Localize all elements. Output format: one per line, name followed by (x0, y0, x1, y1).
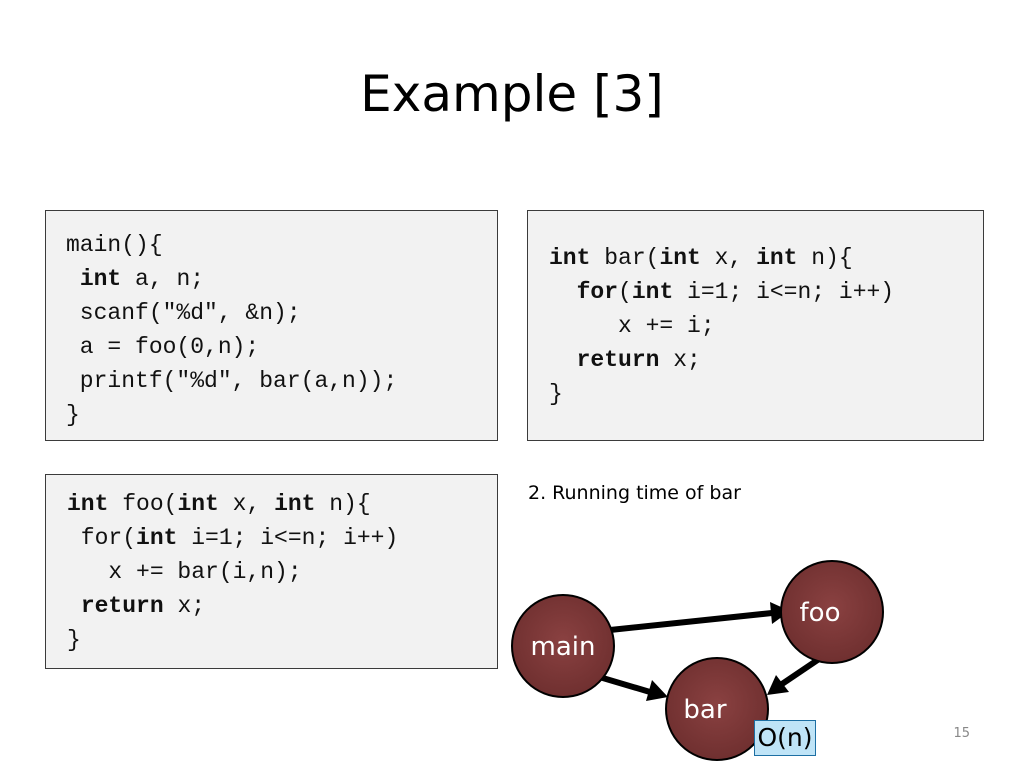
code-keyword: int (177, 491, 219, 517)
code-line: int foo(int x, int n){ (67, 491, 371, 517)
code-text: a, n; (121, 266, 205, 292)
code-line: for(int i=1; i<=n; i++) (549, 279, 895, 305)
code-text: bar( (590, 245, 660, 271)
code-line: x += i; (549, 313, 715, 339)
code-text: x; (163, 593, 206, 619)
code-line: } (66, 402, 80, 428)
edge-main-bar-arrowhead (646, 680, 668, 701)
code-text: ( (618, 279, 632, 305)
code-text: x += i; (549, 313, 715, 339)
code-text: n){ (315, 491, 371, 517)
edge-foo-bar-arrowhead (767, 675, 789, 695)
code-text: foo( (108, 491, 178, 517)
page-number: 15 (953, 726, 970, 741)
code-line: printf("%d", bar(a,n)); (66, 368, 397, 394)
code-text: x, (218, 491, 275, 517)
code-block-foo: int foo(int x, int n){ for(int i=1; i<=n… (45, 474, 498, 669)
code-line: int a, n; (66, 266, 204, 292)
node-foo (780, 560, 884, 664)
code-line: return x; (67, 593, 205, 619)
code-line: main(){ (66, 232, 163, 258)
code-keyword: int (136, 525, 178, 551)
code-keyword: int (549, 245, 591, 271)
code-keyword: int (756, 245, 798, 271)
code-line: int bar(int x, int n){ (549, 245, 853, 271)
code-line: return x; (549, 347, 701, 373)
code-keyword: return (576, 347, 660, 373)
code-keyword: int (79, 266, 122, 292)
code-text: x; (659, 347, 701, 373)
node-bar (665, 657, 769, 761)
code-line: for(int i=1; i<=n; i++) (67, 525, 398, 551)
code-block-bar: int bar(int x, int n){ for(int i=1; i<=n… (527, 210, 984, 441)
code-text: for( (67, 525, 137, 551)
code-text: printf("%d", bar(a,n)); (66, 368, 398, 394)
code-keyword: int (659, 245, 701, 271)
code-line: a = foo(0,n); (66, 334, 259, 360)
code-text: } (549, 381, 563, 407)
edge-main-bar (595, 673, 651, 695)
code-text: i=1; i<=n; i++) (673, 279, 895, 305)
edge-foo-bar (780, 654, 824, 687)
node-foo-label: foo (800, 598, 841, 628)
code-keyword: return (80, 593, 164, 619)
code-line: } (67, 627, 81, 653)
code-text: a = foo(0,n); (66, 334, 260, 360)
edge-main-foo (609, 610, 773, 633)
node-bar-label: bar (683, 695, 726, 725)
code-line: x += bar(i,n); (67, 559, 302, 585)
code-keyword: int (631, 279, 674, 305)
code-bar: int bar(int x, int n){ for(int i=1; i<=n… (528, 211, 983, 411)
node-main-label: main (531, 632, 596, 662)
code-text: n){ (797, 245, 853, 271)
edge-main-foo-arrowhead (770, 602, 790, 624)
code-keyword: for (576, 279, 619, 305)
code-text: scanf("%d", &n); (66, 300, 301, 326)
code-line: scanf("%d", &n); (66, 300, 301, 326)
code-text: main(){ (66, 232, 163, 258)
bar-complexity-badge: O(n) (754, 720, 816, 756)
slide-title: Example [3] (360, 65, 664, 123)
code-keyword: int (67, 491, 109, 517)
code-text: x += bar(i,n); (67, 559, 302, 585)
code-text: x, (700, 245, 757, 271)
node-main (511, 594, 615, 698)
code-keyword: int (274, 491, 316, 517)
code-line: } (549, 381, 563, 407)
code-foo: int foo(int x, int n){ for(int i=1; i<=n… (46, 475, 497, 657)
code-main: main(){ int a, n; scanf("%d", &n); a = f… (46, 211, 497, 432)
code-text: i=1; i<=n; i++) (177, 525, 399, 551)
code-text: } (67, 627, 81, 653)
code-block-main: main(){ int a, n; scanf("%d", &n); a = f… (45, 210, 498, 441)
code-text: } (66, 402, 80, 428)
slide-caption: 2. Running time of bar (528, 482, 741, 504)
